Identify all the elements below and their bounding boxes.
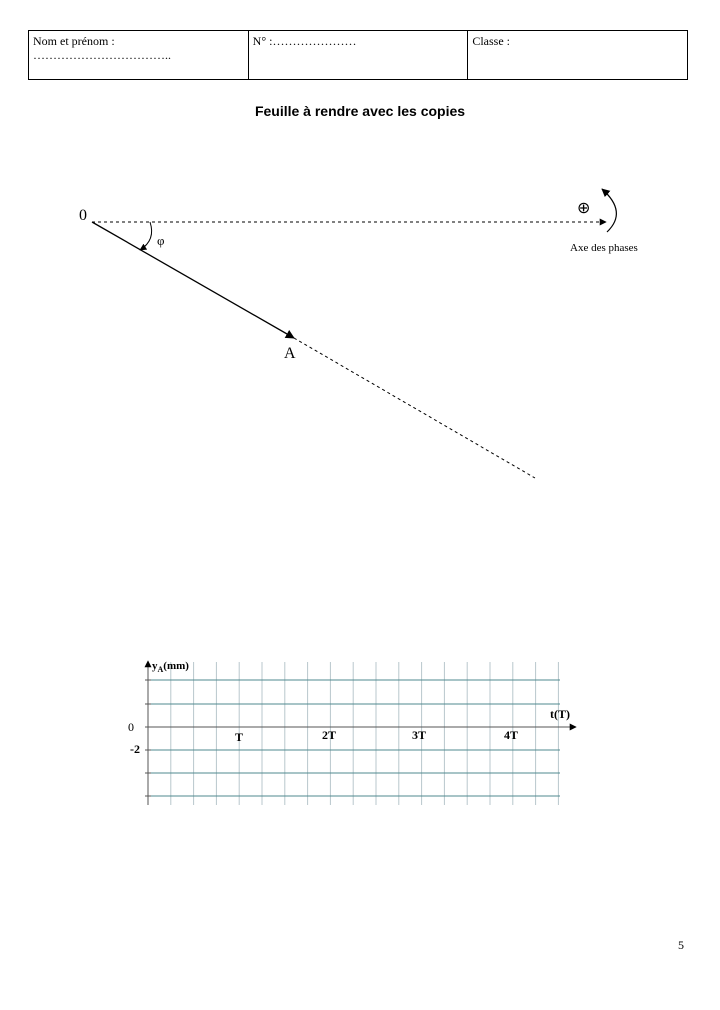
y-axis-label: yA(mm) bbox=[152, 660, 189, 674]
angle-arc bbox=[139, 221, 153, 251]
name-cell: Nom et prénom : …………………………….. bbox=[28, 30, 249, 80]
origin-label: 0 bbox=[79, 207, 87, 224]
number-cell: N° :………………… bbox=[247, 30, 469, 80]
x-tick-label-4t: 4T bbox=[504, 728, 518, 742]
axis-label: Axe des phases bbox=[570, 242, 638, 254]
x-tick-label-t: T bbox=[235, 730, 243, 744]
positive-direction-icon: ⊕ bbox=[577, 198, 590, 217]
class-cell: Classe : bbox=[467, 30, 688, 80]
y-tick-label-0: 0 bbox=[128, 720, 134, 734]
x-tick-label-3t: 3T bbox=[412, 728, 426, 742]
vector-oa bbox=[91, 221, 295, 339]
point-a-label: A bbox=[284, 345, 296, 362]
rotation-arrow bbox=[601, 188, 617, 233]
graph-grid bbox=[148, 662, 560, 805]
vector-extension bbox=[293, 337, 536, 479]
graph: yA(mm) t(T) 0 -2 T 2T 3T 4T bbox=[128, 660, 577, 805]
number-label: N° :………………… bbox=[252, 34, 357, 48]
y-tick-label-minus-2: -2 bbox=[130, 742, 140, 756]
page-title: Feuille à rendre avec les copies bbox=[254, 103, 466, 119]
page-number: 5 bbox=[678, 938, 684, 952]
y-axis-ticks bbox=[145, 679, 151, 797]
student-info-table: Nom et prénom : …………………………….. N° :………………… bbox=[28, 30, 688, 80]
class-label: Classe : bbox=[472, 34, 510, 48]
name-label: Nom et prénom : bbox=[33, 34, 115, 48]
angle-label: φ bbox=[157, 233, 165, 248]
x-axis-label: t(T) bbox=[550, 707, 570, 721]
x-tick-label-2t: 2T bbox=[322, 728, 336, 742]
name-dots: …………………………….. bbox=[33, 48, 171, 62]
phase-diagram: 0 φ A ⊕ Axe des phases bbox=[79, 188, 638, 479]
